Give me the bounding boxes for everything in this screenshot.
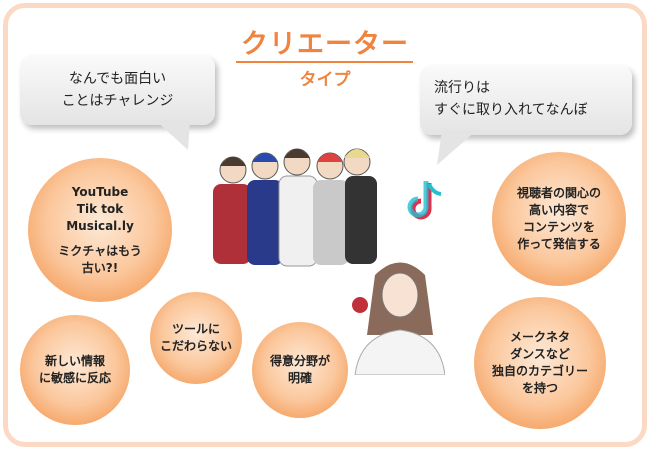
circle-text: 視聴者の関心の <box>516 186 601 200</box>
circle-text: Tik tok <box>76 201 124 216</box>
circle-platforms: YouTube Tik tok Musical.ly ミクチャはもう 古い?! <box>28 158 172 302</box>
circle-text: ツールに <box>171 322 220 336</box>
circle-text: 明確 <box>287 371 312 385</box>
circle-info: 新しい情報 に敏感に反応 <box>20 315 130 425</box>
circle-text: ミクチャはもう <box>58 243 142 258</box>
circle-text: Musical.ly <box>66 218 134 233</box>
bubble-text: ことはチャレンジ <box>61 93 174 109</box>
circle-text: 作って発信する <box>517 237 601 251</box>
group-illustration <box>213 148 377 267</box>
circle-text: メークネタ <box>509 330 570 344</box>
bubble-tail-right <box>437 130 477 165</box>
circle-text: 高い内容で <box>528 203 589 217</box>
circle-text: ダンスなど <box>510 347 570 361</box>
circle-text: 独自のカテゴリー <box>491 364 588 378</box>
circle-text: 得意分野が <box>269 354 330 368</box>
speech-bubble-left: なんでも面白い ことはチャレンジ <box>20 55 215 125</box>
page-subtitle: タイプ <box>299 70 351 90</box>
bubble-tail-left <box>155 120 190 150</box>
woman-illustration <box>352 262 445 375</box>
circle-text: を持つ <box>521 381 558 395</box>
page-title: クリエーター <box>241 29 409 60</box>
page-frame <box>3 3 647 447</box>
circle-specialty: 得意分野が 明確 <box>252 322 348 418</box>
title-underline <box>236 61 413 63</box>
bubble-text: 流行りは <box>434 80 490 96</box>
tiktok-logo-icon <box>407 181 442 220</box>
circle-tools: ツールに こだわらない <box>150 292 242 384</box>
circle-text: YouTube <box>71 184 129 199</box>
speech-bubble-right: 流行りは すぐに取り入れてなんぼ <box>420 65 632 135</box>
circle-original: メークネタ ダンスなど 独自のカテゴリー を持つ <box>474 297 606 429</box>
circle-text: に敏感に反応 <box>38 371 111 385</box>
circle-text: コンテンツを <box>522 220 595 234</box>
circle-viewers: 視聴者の関心の 高い内容で コンテンツを 作って発信する <box>492 152 626 286</box>
circle-text: こだわらない <box>159 339 232 353</box>
circle-text: 古い?! <box>81 260 119 275</box>
bubble-text: すぐに取り入れてなんぼ <box>434 102 588 118</box>
bubble-text: なんでも面白い <box>68 71 167 87</box>
circle-text: 新しい情報 <box>44 354 105 368</box>
